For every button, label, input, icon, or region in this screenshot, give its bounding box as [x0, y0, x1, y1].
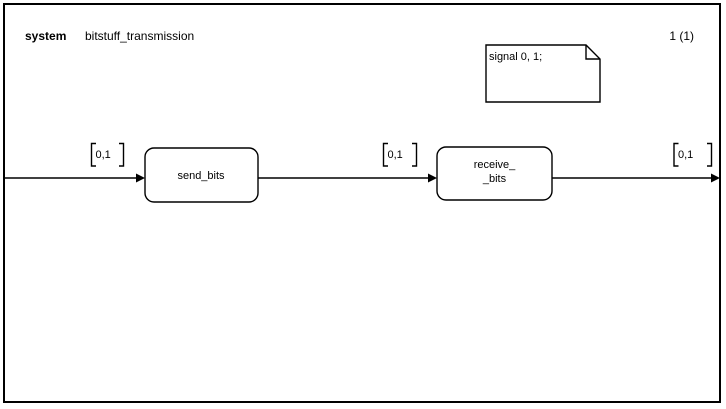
- channel-send-to-receive[interactable]: [258, 173, 437, 183]
- block-send-bits[interactable]: send_bits: [144, 147, 259, 203]
- text-symbol-outline: [485, 44, 601, 103]
- text-symbol[interactable]: signal 0, 1;: [485, 44, 601, 103]
- diagram-name: bitstuff_transmission: [85, 29, 194, 43]
- channel-receive-to-env[interactable]: [552, 173, 720, 183]
- channel-env-to-send[interactable]: [5, 173, 145, 183]
- signal-list-text: 0,1: [96, 149, 111, 161]
- arrowhead-icon: [136, 173, 145, 183]
- right-bracket-icon: [119, 142, 125, 167]
- diagram-kind-label: system: [25, 29, 66, 43]
- left-bracket-icon: [90, 142, 96, 167]
- text-symbol-content: signal 0, 1;: [489, 51, 542, 63]
- signal-list-text: 0,1: [678, 149, 693, 161]
- signal-list-receive-to-env[interactable]: 0,1: [673, 142, 713, 167]
- block-label-line1: receive_: [474, 159, 516, 171]
- arrowhead-icon: [428, 173, 437, 183]
- block-outline: [436, 146, 553, 201]
- block-outline: [144, 147, 259, 203]
- left-bracket-icon: [673, 142, 679, 167]
- system-frame: [3, 3, 721, 403]
- block-label-line2: _bits: [482, 173, 507, 185]
- folded-corner-icon: [585, 45, 600, 60]
- signal-list-text: 0,1: [388, 149, 403, 161]
- left-bracket-icon: [382, 142, 388, 167]
- page-number: 1 (1): [669, 29, 694, 43]
- signal-list-send-to-receive[interactable]: 0,1: [382, 142, 418, 167]
- right-bracket-icon: [412, 142, 418, 167]
- block-receive-bits[interactable]: receive_ _bits: [436, 146, 553, 201]
- right-bracket-icon: [707, 142, 713, 167]
- block-label: send_bits: [177, 170, 225, 182]
- arrowhead-icon: [711, 173, 720, 183]
- signal-list-env-to-send[interactable]: 0,1: [90, 142, 125, 167]
